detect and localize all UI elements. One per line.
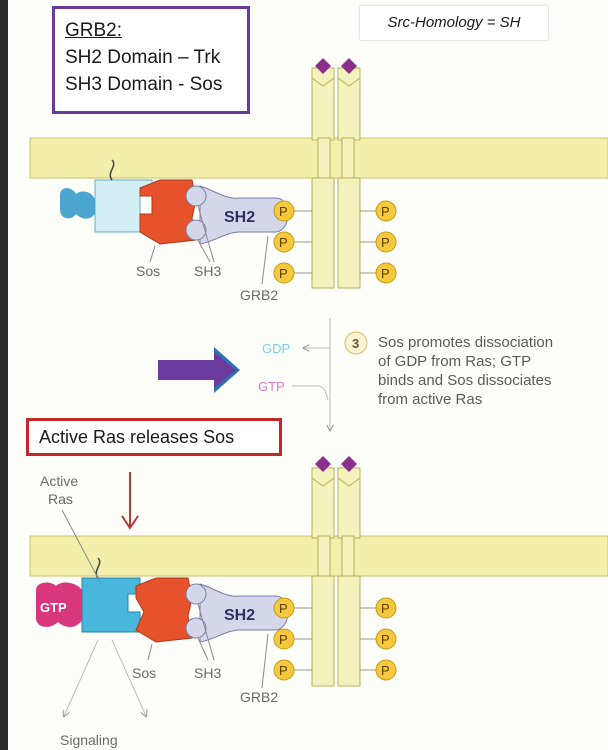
grb2-legend-box: GRB2: SH2 Domain – Trk SH3 Domain - Sos (52, 6, 250, 114)
sh2-label-top: SH2 (224, 209, 255, 226)
gdp-blob-top (60, 188, 95, 218)
grb2-label-top: GRB2 (240, 287, 278, 303)
active-ras-callout: Active Ras releases Sos (26, 418, 282, 456)
sh3-label-top: SH3 (194, 263, 221, 279)
step-line-1: Sos promotes dissociation (378, 333, 608, 352)
p-label: P (279, 663, 288, 678)
p-label: P (279, 601, 288, 616)
sos-bottom (136, 578, 192, 642)
src-homology-note: Src-Homology = SH (360, 6, 548, 40)
gtp-bound-label: GTP (40, 600, 67, 615)
p-label: P (279, 266, 288, 281)
p-label: P (381, 601, 390, 616)
phospho-group-bottom-left: P P P (274, 598, 294, 680)
step-line-2: of GDP from Ras; GTP (378, 352, 608, 371)
legend-title: GRB2: (65, 17, 237, 44)
sh3-domain-a-top (186, 186, 206, 206)
p-label: P (381, 204, 390, 219)
phospho-group-top-left: P P P (274, 201, 294, 283)
active-ras-label-1: Active (40, 473, 78, 489)
p-label: P (381, 632, 390, 647)
active-ras-label-2: Ras (48, 491, 73, 507)
grb2-label-bottom: GRB2 (240, 689, 278, 705)
receptor-bottom (312, 468, 360, 686)
sos-label-bottom: Sos (132, 665, 156, 681)
step-description: Sos promotes dissociation of GDP from Ra… (378, 333, 608, 409)
phospho-group-bottom-right: P P P (376, 598, 396, 680)
p-label: P (279, 632, 288, 647)
p-label: P (279, 235, 288, 250)
gtp-in-arrow (292, 386, 328, 400)
sh3-label-bottom: SH3 (194, 665, 221, 681)
p-label: P (381, 266, 390, 281)
p-label: P (381, 235, 390, 250)
legend-line-sh3: SH3 Domain - Sos (65, 71, 237, 98)
signaling-label: Signaling (60, 732, 118, 748)
step-number: 3 (352, 336, 359, 351)
step-line-4: from active Ras (378, 390, 608, 409)
gtp-text: GTP (258, 379, 285, 394)
big-arrow (158, 347, 240, 393)
sh3-domain-a-bottom (186, 584, 206, 604)
phospho-group-top-right: P P P (376, 201, 396, 283)
p-label: P (381, 663, 390, 678)
sh2-label-bottom: SH2 (224, 607, 255, 624)
p-label: P (279, 204, 288, 219)
step-line-3: binds and Sos dissociates (378, 371, 608, 390)
legend-line-sh2: SH2 Domain – Trk (65, 44, 237, 71)
sos-label-top: Sos (136, 263, 160, 279)
signaling-arrow-left (64, 640, 98, 716)
ras-active-bottom (82, 578, 140, 632)
gdp-text: GDP (262, 341, 290, 356)
